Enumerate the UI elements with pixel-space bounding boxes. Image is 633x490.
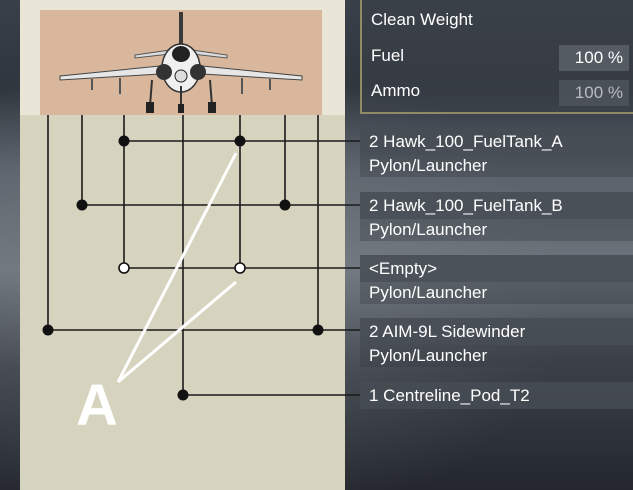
- junction-dot: [234, 135, 246, 147]
- slot-weapon-name[interactable]: 1 Centreline_Pod_T2: [360, 382, 633, 409]
- slot-weapon-name[interactable]: 2 Hawk_100_FuelTank_A: [360, 128, 633, 155]
- slot-weapon-name[interactable]: 2 Hawk_100_FuelTank_B: [360, 192, 633, 219]
- clean-weight-label: Clean Weight: [371, 10, 473, 29]
- weapon-slot[interactable]: 2 Hawk_100_FuelTank_A Pylon/Launcher: [360, 128, 633, 177]
- junction-dot: [76, 199, 88, 211]
- weapon-slot[interactable]: 1 Centreline_Pod_T2: [360, 382, 633, 409]
- weapon-slot[interactable]: <Empty> Pylon/Launcher: [360, 255, 633, 304]
- slot-pylon-type[interactable]: Pylon/Launcher: [360, 155, 633, 177]
- junction-dot: [312, 324, 324, 336]
- ammo-value-field[interactable]: 100 %: [559, 80, 629, 106]
- empty-junction-dot: [118, 262, 130, 274]
- fuel-value-field[interactable]: 100 %: [559, 45, 629, 71]
- slot-pylon-type[interactable]: Pylon/Launcher: [360, 345, 633, 367]
- annotation-letter: A: [76, 373, 118, 438]
- junction-dot: [279, 199, 291, 211]
- slot-weapon-name[interactable]: <Empty>: [360, 255, 633, 282]
- weapon-slot[interactable]: 2 Hawk_100_FuelTank_B Pylon/Launcher: [360, 192, 633, 241]
- junction-dot: [177, 389, 189, 401]
- slot-pylon-type[interactable]: Pylon/Launcher: [360, 282, 633, 304]
- aircraft-stats-panel: Clean Weight Fuel 100 % Ammo 100 %: [360, 0, 633, 114]
- slot-weapon-name[interactable]: 2 AIM-9L Sidewinder: [360, 318, 633, 345]
- jet-aircraft-front-view-icon: [59, 12, 303, 113]
- slot-pylon-type[interactable]: Pylon/Launcher: [360, 219, 633, 241]
- junction-dot: [42, 324, 54, 336]
- empty-junction-dot: [234, 262, 246, 274]
- weapon-slot[interactable]: 2 AIM-9L Sidewinder Pylon/Launcher: [360, 318, 633, 367]
- junction-dot: [118, 135, 130, 147]
- fuel-label: Fuel: [371, 46, 405, 65]
- aircraft-preview: [40, 10, 322, 115]
- ammo-label: Ammo: [371, 81, 421, 100]
- aircraft-preview-frame: [20, 0, 345, 115]
